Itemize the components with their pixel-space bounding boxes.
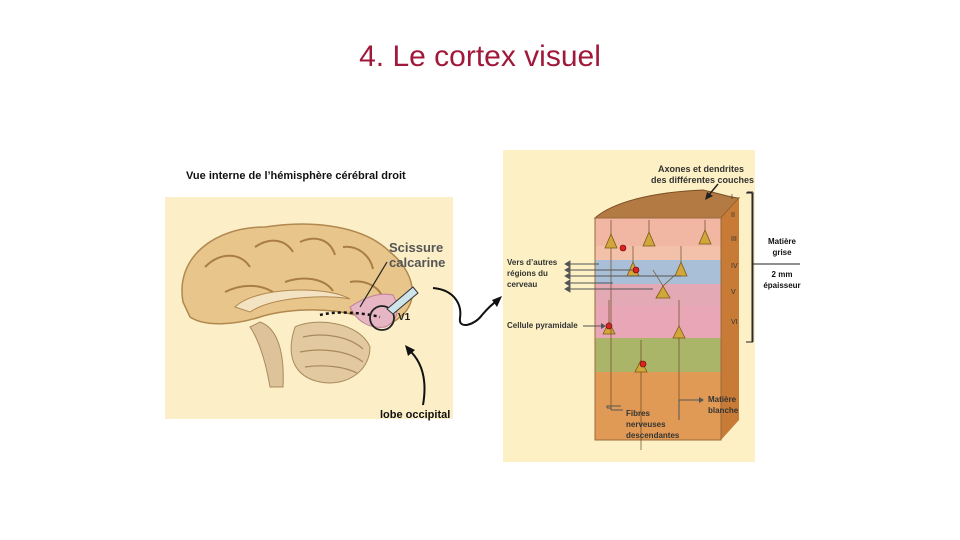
slide-title: 4. Le cortex visuel xyxy=(359,40,601,73)
cellule-pyramidale-label: Cellule pyramidale xyxy=(507,321,578,330)
layer-label-v: V xyxy=(731,289,736,296)
brain-caption: Vue interne de l’hémisphère cérébral dro… xyxy=(186,170,406,182)
matiere-grise-label-line2: grise xyxy=(772,248,792,257)
brain-illustration xyxy=(181,223,426,406)
cortex-illustration-panel: Axones et dendrites des différentes couc… xyxy=(503,150,755,462)
layer-label-iii: III xyxy=(731,236,737,243)
matiere-blanche-label-line1: Matière xyxy=(708,395,737,404)
v1-label: V1 xyxy=(398,312,411,323)
scissure-label-line1: Scissure xyxy=(389,240,444,255)
matiere-blanche-label-line2: blanche xyxy=(708,406,739,415)
layer-label-vi: VI xyxy=(731,319,738,326)
matiere-grise-label-line1: Matière xyxy=(767,237,796,246)
epaisseur-label-line1: 2 mm xyxy=(771,270,793,279)
fibres-label-line3: descendantes xyxy=(626,431,680,440)
lobe-occipital-label: lobe occipital xyxy=(380,409,451,421)
epaisseur-label-line2: épaisseur xyxy=(763,281,801,290)
layer-label-i: I xyxy=(731,194,733,201)
vers-label-line1: Vers d’autres xyxy=(507,258,558,267)
vers-label-line3: cerveau xyxy=(507,280,538,289)
scissure-label-line2: calcarine xyxy=(389,255,446,270)
fibres-label-line1: Fibres xyxy=(626,409,651,418)
layer-label-ii: II xyxy=(731,212,735,219)
vers-label-line2: régions du xyxy=(507,269,548,278)
brain-illustration-panel: Scissure calcarine V1 xyxy=(165,197,453,419)
cortex-block-illustration xyxy=(564,183,754,450)
fibres-label-line2: nerveuses xyxy=(626,420,666,429)
layer-label-iv: IV xyxy=(731,263,738,270)
axones-label-line1: Axones et dendrites xyxy=(658,164,745,174)
axones-label-line2: des différentes couches xyxy=(651,175,755,185)
